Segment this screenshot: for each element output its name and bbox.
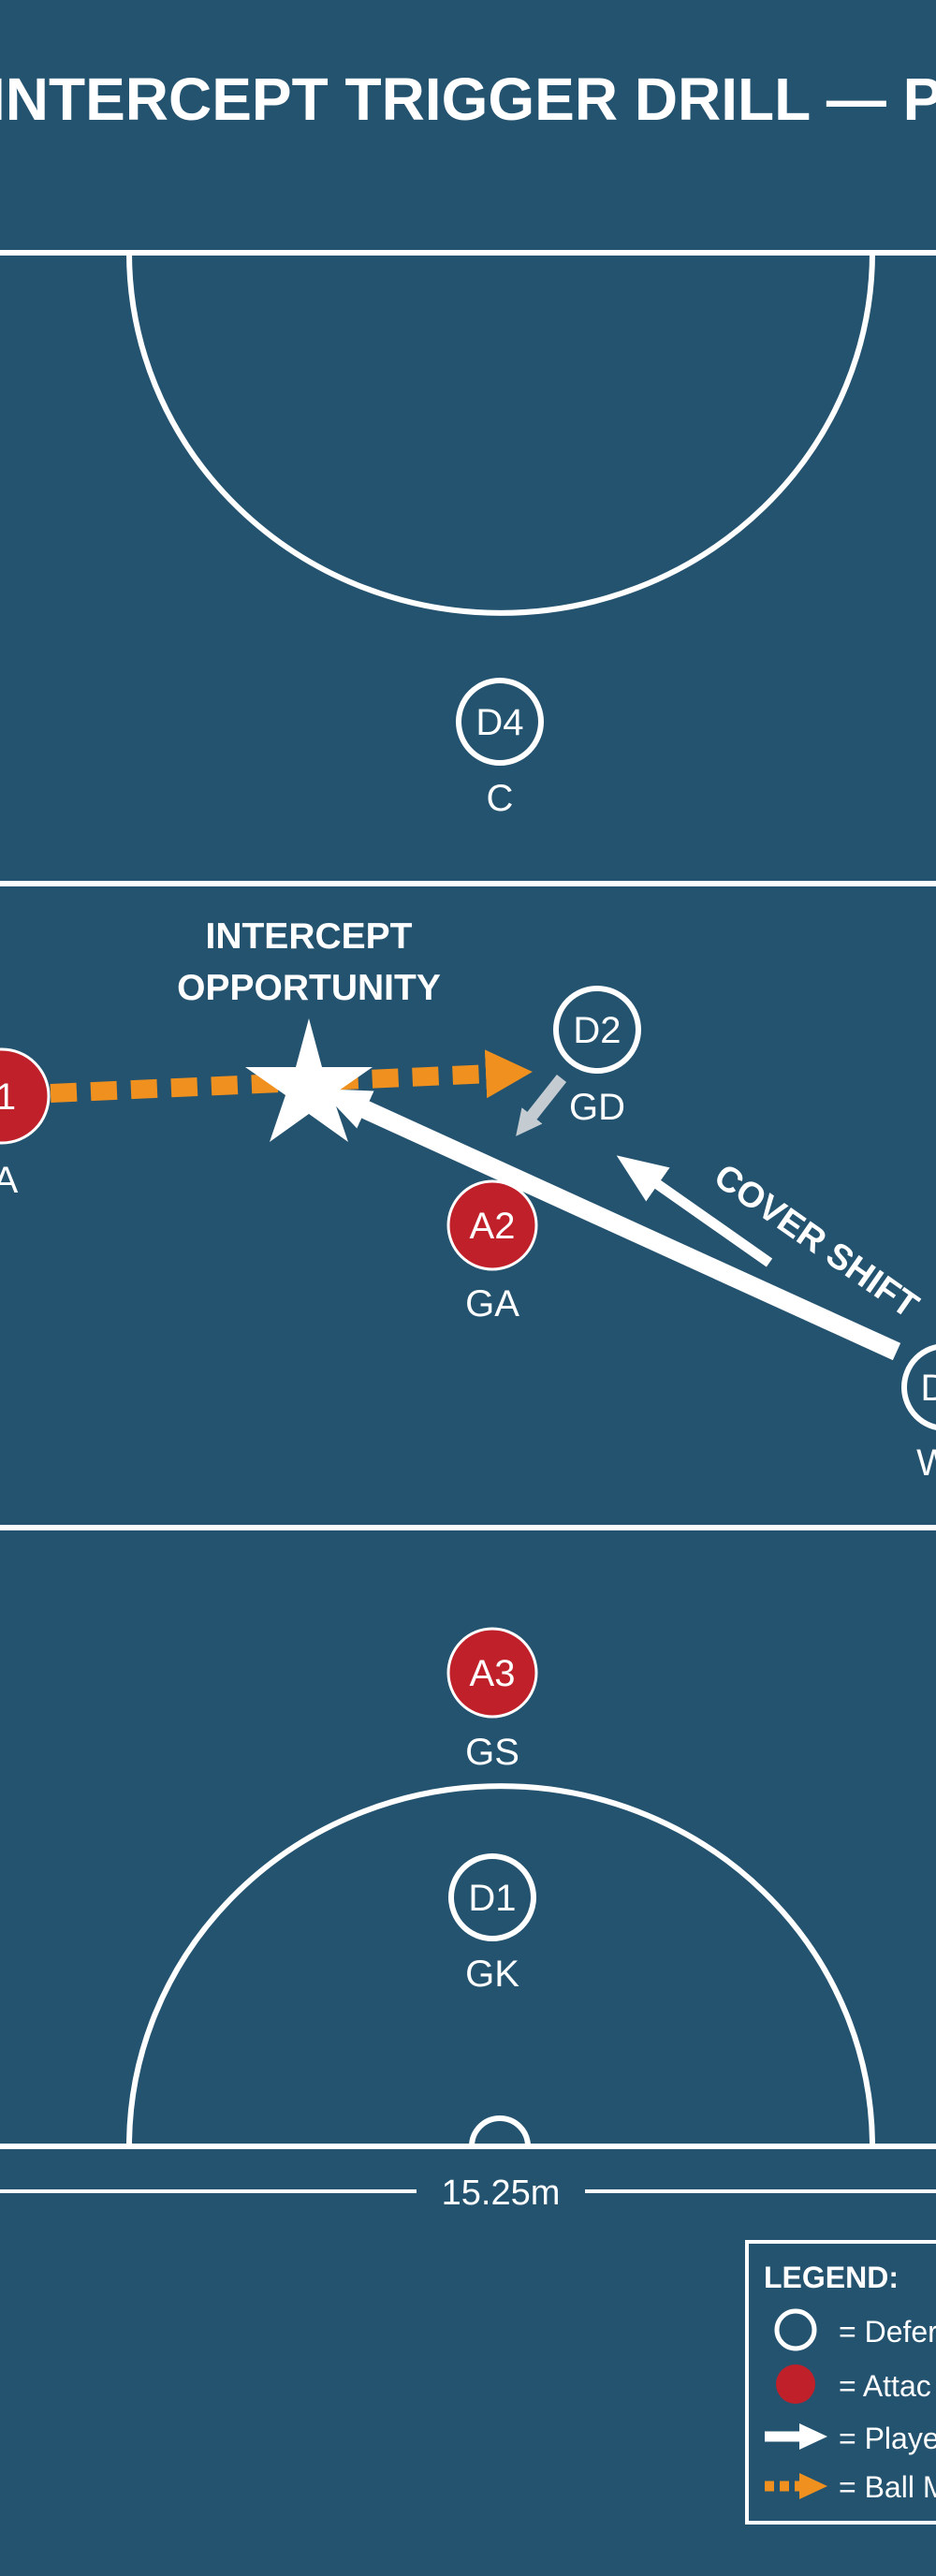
legend-box: LEGEND: = Defer = Attac = Playe = Ball M (745, 2240, 936, 2525)
cover-shift-arrow-secondary (616, 1155, 773, 1267)
legend-item-label: = Attac (839, 2369, 931, 2403)
defender-circle-icon (456, 678, 544, 766)
player-position: A (0, 1160, 19, 1201)
player-code: D (921, 1368, 936, 1409)
player-position: GA (465, 1283, 519, 1325)
player-a2: A2 GA (446, 1179, 538, 1325)
player-code: A2 (470, 1206, 516, 1247)
player-code: A3 (470, 1653, 516, 1694)
player-position: W (916, 1442, 936, 1484)
player-d3: D W (901, 1344, 936, 1484)
player-position: GS (465, 1732, 519, 1773)
defender-circle-icon (774, 2308, 817, 2351)
player-position: C (487, 778, 514, 819)
page-title: INTERCEPT TRIGGER DRILL — PHASE (0, 66, 936, 133)
legend-item-label: = Ball M (839, 2470, 936, 2504)
player-code: 1 (0, 1076, 16, 1118)
top-goal-circle (126, 252, 875, 616)
player-a3: A3 GS (446, 1627, 538, 1773)
intercept-label-line2: OPPORTUNITY (177, 968, 441, 1008)
legend-title: LEGEND: (764, 2261, 899, 2294)
legend-item-label: = Playe (839, 2422, 936, 2455)
cover-shift-arrow (319, 1089, 901, 1361)
player-d4: D4 C (456, 678, 544, 819)
player-code: D4 (475, 702, 523, 743)
attacker-circle-icon (0, 1047, 51, 1145)
attacker-circle-icon (446, 1179, 538, 1271)
gd-step-arrow (516, 1074, 567, 1136)
player-d1: D1 GK (448, 1853, 536, 1995)
measurement-label: 15.25m (442, 2174, 561, 2213)
intercept-label-line1: INTERCEPT (205, 916, 412, 957)
goal-post-semicircle (469, 2115, 531, 2147)
player-position: GK (465, 1954, 519, 1995)
intercept-star-icon (245, 1018, 373, 1142)
attacker-circle-icon (446, 1627, 538, 1719)
player-a1: 1 A (0, 1047, 51, 1201)
bottom-goal-circle (126, 1783, 875, 2147)
player-position: GD (569, 1087, 625, 1128)
attacker-circle-icon (776, 2364, 815, 2404)
player-d2: D2 GD (553, 986, 641, 1128)
defender-circle-icon (901, 1344, 936, 1430)
legend-item-label: = Defer (839, 2315, 936, 2349)
defender-circle-icon (448, 1853, 536, 1941)
defender-circle-icon (553, 986, 641, 1074)
player-code: D2 (573, 1010, 621, 1051)
player-code: D1 (468, 1878, 516, 1919)
legend-frame (745, 2240, 936, 2525)
